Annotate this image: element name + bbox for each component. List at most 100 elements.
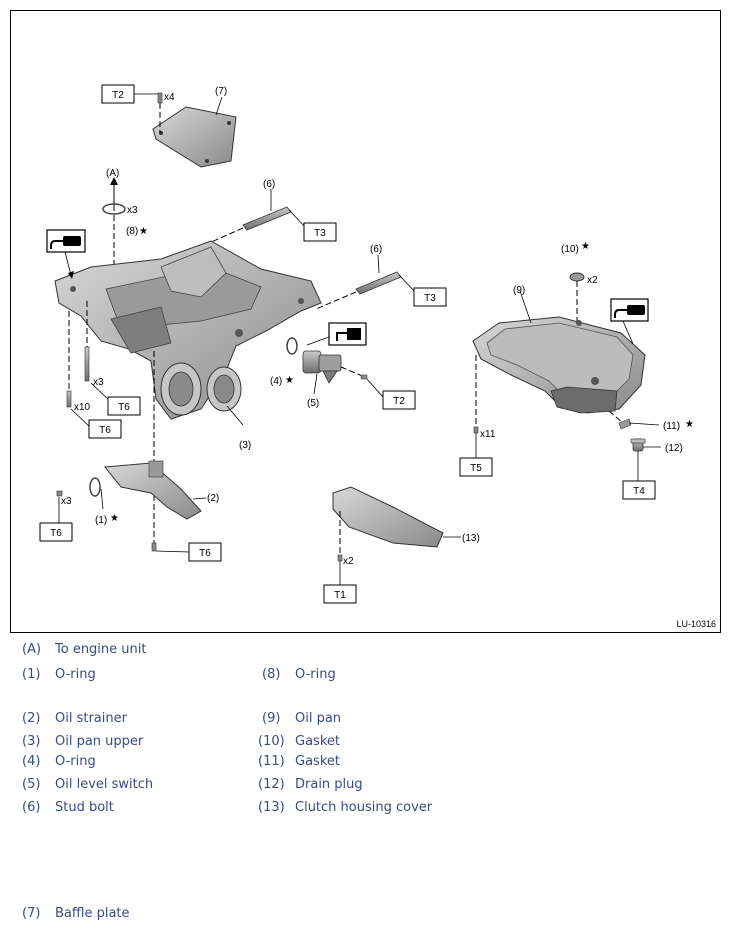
torque-label: T1 [334,590,346,601]
torque-label: T6 [50,528,62,539]
bolt-t2-side [360,374,368,380]
torque-box-t5: T5 [459,457,493,477]
torque-label: T5 [470,463,482,474]
callout-3: (3) [239,440,251,451]
legend-text: Stud bolt [55,800,114,815]
callout-5: (5) [307,398,319,409]
oil-pan [472,316,646,414]
torque-box-t6-d: T6 [188,542,222,562]
star-10: ★ [581,241,590,252]
legend-key: (3) [22,734,41,749]
legend-key: (7) [22,906,41,921]
qty-x3-strainer: x3 [61,496,72,507]
oil-can-icon-pan [610,298,649,322]
torque-label: T6 [99,425,111,436]
exploded-diagram: T2 T3 T3 T6 T6 T2 T5 T4 T6 T6 T1 (7) (A [10,10,721,633]
bolt-t6-strainer [151,542,157,552]
bolt-t5 [473,426,479,434]
callout-7: (7) [215,86,227,97]
legend-item-8: (8) O-ring [262,667,336,682]
gasket-10 [569,272,585,282]
torque-label: T3 [314,228,326,239]
torque-box-t3-lower: T3 [413,287,447,307]
torque-box-t2-top: T2 [101,84,158,104]
legend-item-3: (3) Oil pan upper [22,734,143,749]
star-4: ★ [285,375,294,386]
bolt-x10 [66,390,72,408]
legend-key: (5) [22,777,41,792]
oil-pan-upper [54,240,322,420]
bolt-x3-strainer [56,490,63,497]
qty-x10: x10 [74,402,91,413]
torque-box-t2-side: T2 [382,390,416,410]
torque-label: T4 [633,486,645,497]
oil-can-icon [46,229,86,253]
legend-key: (A) [22,642,42,657]
legend-item-6: (6) Stud bolt [22,800,114,815]
qty-x3-oring: x3 [127,205,138,216]
legend-item-12: (12)Drain plug [258,777,363,792]
callout-a: (A) [106,168,119,179]
torque-box-t6-a: T6 [107,396,141,416]
callout-9: (9) [513,285,525,296]
clutch-housing-cover [332,486,444,548]
oil-strainer [104,460,202,520]
legend-item-1: (1)O-ring [22,667,96,682]
legend-text: To engine unit [55,642,147,657]
gasket-11 [618,418,632,430]
callout-12: (12) [665,443,683,454]
legend-key: (8) [262,667,281,682]
diagram-canvas: T2 T3 T3 T6 T6 T2 T5 T4 T6 T6 T1 (7) (A [39,84,694,604]
legend-text: Baffle plate [55,906,130,921]
legend-text: Oil strainer [55,711,127,726]
torque-label: T3 [424,293,436,304]
callout-4: (4) [270,376,282,387]
legend-text: Gasket [295,754,340,769]
legend-key: (10) [258,734,285,749]
callout-6-upper: (6) [263,179,275,190]
torque-box-t3-upper: T3 [303,222,337,242]
qty-x2-gasket: x2 [587,275,598,286]
torque-box-t6-c: T6 [39,522,73,542]
legend-key: (13) [258,800,285,815]
o-ring-4 [286,337,298,355]
torque-box-t4: T4 [622,480,656,500]
legend-item-11: (11)Gasket [258,754,340,769]
callout-13: (13) [462,533,480,544]
legend-text: O-ring [295,667,336,682]
legend-text: Oil pan upper [55,734,144,749]
legend-item-2: (2) Oil strainer [22,711,127,726]
legend-key: (2) [22,711,41,726]
star-8: ★ [139,226,148,237]
legend-text: Gasket [295,734,340,749]
torque-box-t6-b: T6 [88,419,122,439]
legend-item-5: (5) Oil level switch [22,777,153,792]
sealant-icon [328,322,367,346]
legend-item-4: (4) O-ring [22,754,96,769]
legend-text: Drain plug [295,777,363,792]
callout-8: (8) [126,226,138,237]
drain-plug [630,438,646,452]
legend-text: O-ring [55,754,96,769]
legend-key: (6) [22,800,41,815]
bolt-t1 [337,554,343,562]
legend-text: Oil level switch [55,777,154,792]
callout-2: (2) [207,493,219,504]
qty-x2-t1: x2 [343,556,354,567]
bolt-t2-top [157,92,163,104]
torque-box-t1: T1 [323,584,357,604]
callout-10: (10) [561,244,579,255]
torque-label: T6 [199,548,211,559]
bolt-x3-left [84,346,90,382]
legend-item-7: (7) Baffle plate [22,906,130,921]
stud-bolt-upper [242,206,292,231]
arrow-to-engine [110,177,118,211]
legend-text: Oil pan [295,711,342,726]
torque-label: T2 [112,90,124,101]
legend-text: Clutch housing cover [295,800,433,815]
legend-key: (4) [22,754,41,769]
o-ring-8 [102,203,126,215]
torque-label: T2 [393,396,405,407]
legend-key: (9) [262,711,281,726]
legend-item-10: (10) Gasket [258,734,340,749]
